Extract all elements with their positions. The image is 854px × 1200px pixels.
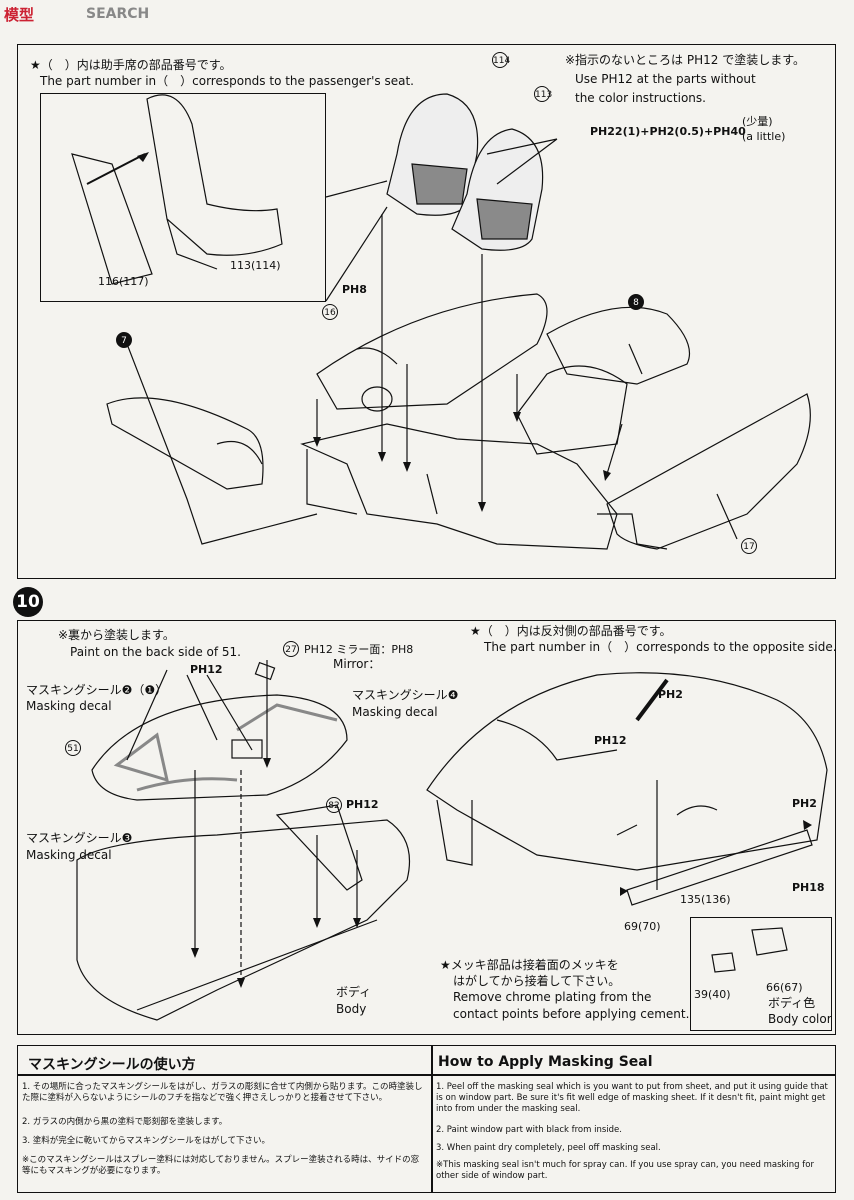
interior-assembly-diagram xyxy=(71,93,811,550)
ph12-pillar-label: PH12 xyxy=(594,734,627,747)
watermark-logo: 模型 SEARCH xyxy=(4,4,149,26)
step9-note-right-en2: the color instructions. xyxy=(575,91,706,105)
instructions-frame xyxy=(17,1045,836,1193)
body-en: Body xyxy=(336,1002,367,1016)
step9-note-en: The part number in（ ）corresponds to the … xyxy=(40,74,414,88)
part-66-67-label: 66(67) xyxy=(766,981,803,994)
step-8-marker: 8 xyxy=(628,294,644,310)
part-27-callout: 27 xyxy=(283,641,299,657)
part-135-136-label: 135(136) xyxy=(680,893,731,906)
step-10-marker: 10 xyxy=(13,587,43,617)
mask3-jp: マスキングシール❸ xyxy=(26,831,133,845)
step-7-marker: 7 xyxy=(116,332,132,348)
instructions-divider xyxy=(431,1045,433,1193)
part-17-callout: 17 xyxy=(741,538,757,554)
part-116-117-label: 116(117) xyxy=(98,275,149,288)
step10-frame xyxy=(17,620,836,1035)
chrome-note-en2: contact points before applying cement. xyxy=(453,1007,690,1021)
chrome-note-jp1: ★メッキ部品は接着面のメッキを xyxy=(440,958,619,972)
mirror-inset-box xyxy=(690,917,832,1031)
part-16-callout: 16 xyxy=(322,304,338,320)
instructions-en-2: 2. Paint window part with black from ins… xyxy=(436,1125,622,1135)
mask4-en: Masking decal xyxy=(352,705,438,719)
paint-mix-label: PH22(1)+PH2(0.5)+PH40 xyxy=(590,125,746,138)
seat-inset-box xyxy=(40,93,326,302)
part-114-callout: 114 xyxy=(492,52,510,68)
chrome-note-jp2: はがしてから接着して下さい。 xyxy=(453,974,621,988)
step9-frame xyxy=(17,44,836,579)
instructions-title-jp: マスキングシールの使い方 xyxy=(28,1057,196,1073)
part-113-callout: 113 xyxy=(534,86,552,102)
ph12-82-label: PH12 xyxy=(346,798,379,811)
instructions-en-1: 1. Peel off the masking seal which is yo… xyxy=(436,1082,828,1114)
ph18-label: PH18 xyxy=(792,881,825,894)
mask4-jp: マスキングシール❹ xyxy=(352,688,459,702)
back-paint-jp: ※裏から塗装します。 xyxy=(58,628,175,642)
instructions-title-en: How to Apply Masking Seal xyxy=(438,1054,653,1070)
step9-note-right-jp: ※指示のないところは PH12 で塗装します。 xyxy=(565,53,806,67)
step9-note-right-en1: Use PH12 at the parts without xyxy=(575,72,756,86)
body-color-jp: ボディ色 xyxy=(768,996,816,1010)
instructions-header-rule xyxy=(17,1074,836,1076)
instructions-jp-4: ※このマスキングシールはスプレー塗料には対応しておりません。スプレー塗装される時… xyxy=(22,1155,420,1176)
instructions-jp-3: 3. 塗料が完全に乾いてからマスキングシールをはがして下さい。 xyxy=(22,1136,271,1146)
mask2-en: Masking decal xyxy=(26,699,112,713)
opposite-note-jp: ★（ ）内は反対側の部品番号です。 xyxy=(470,624,672,638)
opposite-note-en: The part number in（ ）corresponds to the … xyxy=(484,640,837,654)
step9-note-jp: ★（ ）内は助手席の部品番号です。 xyxy=(30,58,232,72)
instructions-jp-2: 2. ガラスの内側から黒の塗料で彫刻部を塗装します。 xyxy=(22,1117,228,1127)
chrome-note-en1: Remove chrome plating from the xyxy=(453,990,652,1004)
mask2-jp: マスキングシール❷（❶） xyxy=(26,683,168,697)
ph2-door-label: PH2 xyxy=(792,797,817,810)
part-113-114-label: 113(114) xyxy=(230,259,281,272)
mirror-label: PH12 ミラー面：PH8 xyxy=(304,643,414,656)
part-39-40-label: 39(40) xyxy=(694,988,731,1001)
part-51-callout: 51 xyxy=(65,740,81,756)
part-69-70-label: 69(70) xyxy=(624,920,661,933)
ph2-roof-label: PH2 xyxy=(658,688,683,701)
ph12-window-label: PH12 xyxy=(190,663,223,676)
instructions-en-4: ※This masking seal isn't much for spray … xyxy=(436,1160,814,1181)
mask3-en: Masking decal xyxy=(26,848,112,862)
paint-mix-en: (a little) xyxy=(742,130,786,143)
mirror-en: Mirror： xyxy=(333,657,381,671)
body-assembly-diagram xyxy=(76,660,828,1021)
paint-mix-jp: (少量) xyxy=(742,115,773,128)
watermark-jp: 模型 xyxy=(4,6,35,24)
instructions-en-3: 3. When paint dry completely, peel off m… xyxy=(436,1143,661,1153)
back-paint-en: Paint on the back side of 51. xyxy=(70,645,241,659)
body-jp: ボディ xyxy=(336,985,372,999)
instructions-jp-1: 1. その場所に合ったマスキングシールをはがし、ガラスの彫刻に合せて内側から貼り… xyxy=(22,1082,423,1103)
ph8-label: PH8 xyxy=(342,283,367,296)
body-color-en: Body color xyxy=(768,1012,832,1026)
watermark-en: SEARCH xyxy=(86,6,150,22)
